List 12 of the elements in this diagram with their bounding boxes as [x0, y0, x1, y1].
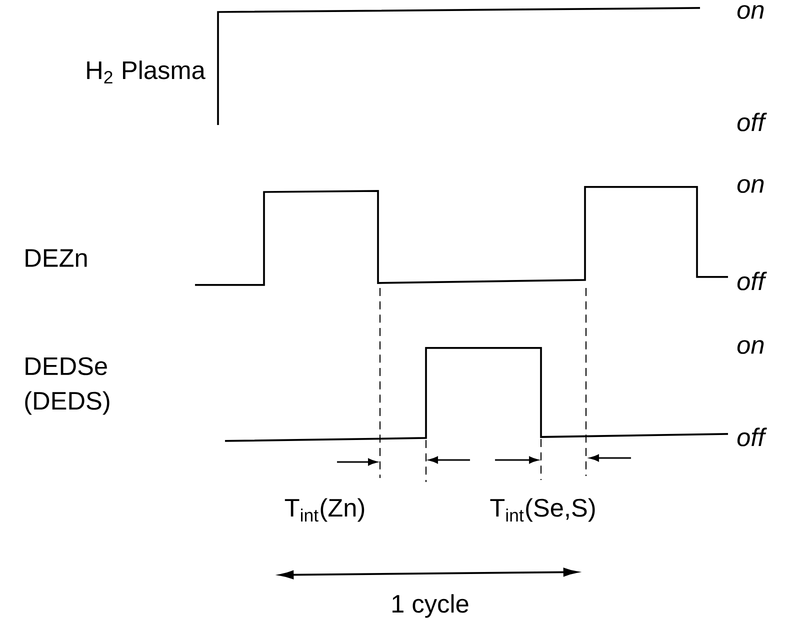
state-label: on [737, 179, 764, 193]
signal-label: DEDSe (DEDS) [25, 357, 110, 415]
state-label: on [737, 5, 764, 19]
interval-label: T$_{int}$(Zn) [284, 498, 364, 522]
signal-label: H$_{2}$ Plasma [87, 60, 206, 84]
state-label: off [737, 428, 767, 446]
state-label: off [737, 272, 767, 290]
state-label: on [737, 340, 764, 354]
signal-label: DEZn [26, 249, 87, 267]
cycle-label: 1 cycle [392, 594, 468, 618]
interval-label: T$_{int}$(Se,S) [490, 498, 595, 522]
state-label: off [737, 112, 767, 132]
